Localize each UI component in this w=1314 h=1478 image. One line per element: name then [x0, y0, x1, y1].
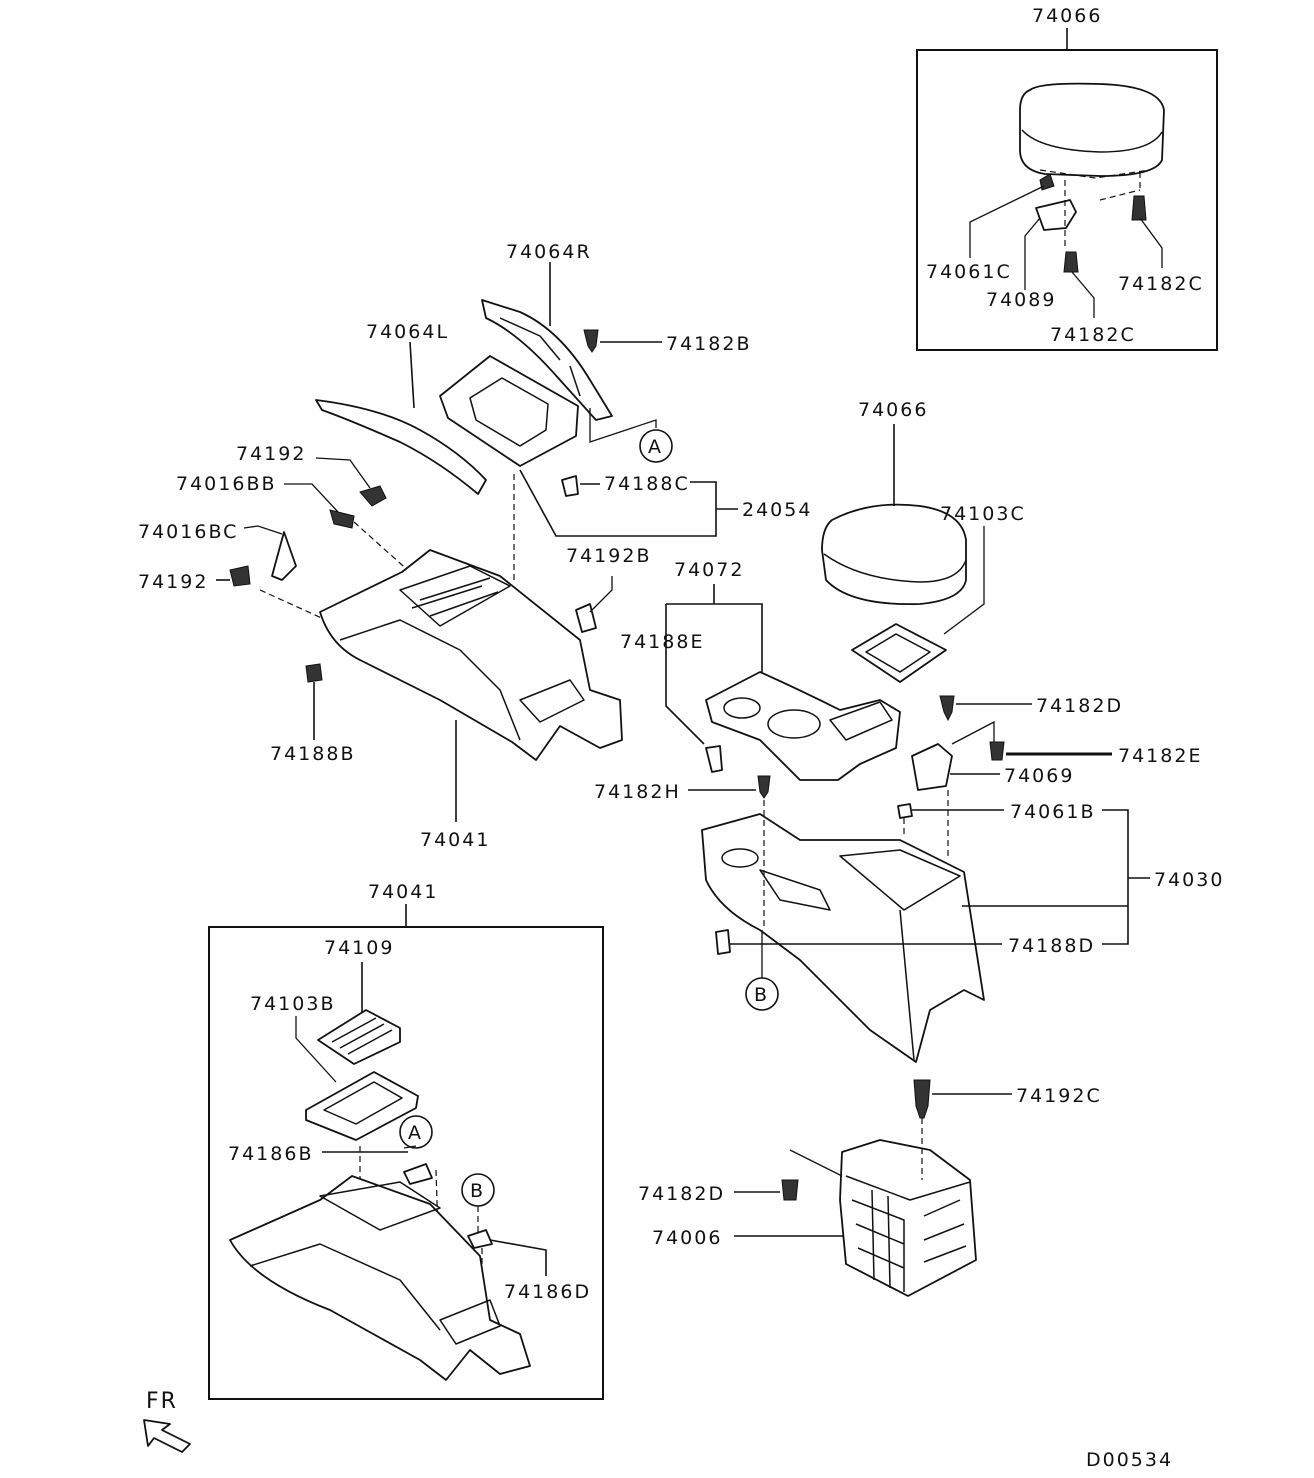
- bracket-74016bc-part: [271, 531, 297, 581]
- label-74041-b: 74041: [368, 881, 438, 903]
- label-74182e: 74182E: [1118, 745, 1202, 767]
- callout-a-inset: [399, 1115, 433, 1149]
- label-74064r: 74064R: [506, 241, 592, 263]
- label-74016bb: 74016BB: [176, 473, 277, 495]
- bolt-74192c-part: [913, 1079, 931, 1119]
- console-74030-part: [701, 813, 985, 1063]
- bracket-74089-part: [1035, 199, 1077, 231]
- clip-74186d-part: [467, 1229, 493, 1249]
- shift-panel-part: [439, 355, 579, 467]
- label-74089: 74089: [986, 289, 1056, 311]
- callout-b-main: [745, 977, 779, 1011]
- trim-74064l-part: [315, 399, 487, 495]
- label-74182h: 74182H: [594, 781, 681, 803]
- bolt-74182c-a-part: [1063, 251, 1079, 273]
- label-74192-a: 74192: [236, 443, 306, 465]
- callout-a-main: [639, 429, 673, 463]
- trim-74064r-part: [481, 299, 613, 421]
- label-74103b: 74103B: [250, 993, 335, 1015]
- label-74069: 74069: [1004, 765, 1074, 787]
- label-74188b: 74188B: [270, 743, 355, 765]
- label-74188d: 74188D: [1008, 935, 1095, 957]
- screw-74182h-part: [757, 775, 771, 799]
- label-74061c: 74061C: [926, 261, 1012, 283]
- label-74066-mid: 74066: [858, 399, 928, 421]
- label-74182d-a: 74182D: [1036, 695, 1123, 717]
- armrest-74066-part: [821, 503, 967, 606]
- diagram-code: D00534: [1086, 1449, 1173, 1471]
- screw-74182b-part: [583, 329, 599, 353]
- tray-74103c-part: [851, 623, 947, 683]
- label-74192-b: 74192: [138, 571, 208, 593]
- armrest-lid-part: [1019, 82, 1165, 179]
- front-arrow-icon: [143, 1419, 191, 1453]
- label-74061b: 74061B: [1010, 801, 1095, 823]
- callout-a-inset-text: A: [408, 1122, 423, 1144]
- label-74066-top: 74066: [1032, 5, 1102, 27]
- cupholder-74072-part: [705, 671, 901, 781]
- direction-label: FR: [146, 1389, 178, 1414]
- label-74188c: 74188C: [604, 473, 690, 495]
- label-74192b: 74192B: [566, 545, 651, 567]
- console-74041-part: [319, 549, 623, 761]
- label-74188e: 74188E: [620, 631, 704, 653]
- label-74182c-a: 74182C: [1118, 273, 1204, 295]
- bracket-74006-part: [839, 1139, 977, 1297]
- label-74041-a: 74041: [420, 829, 490, 851]
- label-74182b: 74182B: [666, 333, 751, 355]
- label-74109: 74109: [324, 937, 394, 959]
- console-74041-detail-part: [229, 1175, 531, 1381]
- screw-74182d-b-part: [781, 1179, 799, 1201]
- label-74064l: 74064L: [366, 321, 449, 343]
- callout-b-main-text: B: [754, 984, 769, 1006]
- screw-74182e-part: [989, 741, 1005, 761]
- label-74182c-b: 74182C: [1050, 324, 1136, 346]
- switch-74069-part: [911, 743, 953, 791]
- clip-74186b-part: [403, 1163, 433, 1185]
- clip-74188d-part: [715, 929, 731, 955]
- label-74072: 74072: [674, 559, 744, 581]
- label-24054: 24054: [742, 499, 812, 521]
- clip-74192-a-part: [359, 485, 387, 507]
- tray-74103b-part: [305, 1071, 419, 1141]
- label-74186b: 74186B: [228, 1143, 313, 1165]
- bolt-74182c-b-part: [1131, 195, 1147, 221]
- clip-74188e-part: [705, 745, 723, 773]
- callout-a-main-text: A: [648, 436, 663, 458]
- clip-74192-b-part: [229, 565, 251, 587]
- label-74030: 74030: [1154, 869, 1224, 891]
- callout-b-inset-text: B: [470, 1180, 485, 1202]
- clip-74016bb-part: [329, 509, 355, 529]
- screw-74182d-a-part: [939, 695, 955, 722]
- clip-74061b-part: [897, 803, 913, 819]
- label-74192c: 74192C: [1016, 1085, 1102, 1107]
- label-74006: 74006: [652, 1227, 722, 1249]
- label-74016bc: 74016BC: [138, 521, 238, 543]
- clip-74188c-part: [561, 475, 579, 497]
- label-74182d-b: 74182D: [638, 1183, 725, 1205]
- mat-74109-part: [317, 1009, 401, 1065]
- label-74186d: 74186D: [504, 1281, 591, 1303]
- clip-74188b-part: [305, 663, 323, 683]
- label-74103c: 74103C: [940, 503, 1026, 525]
